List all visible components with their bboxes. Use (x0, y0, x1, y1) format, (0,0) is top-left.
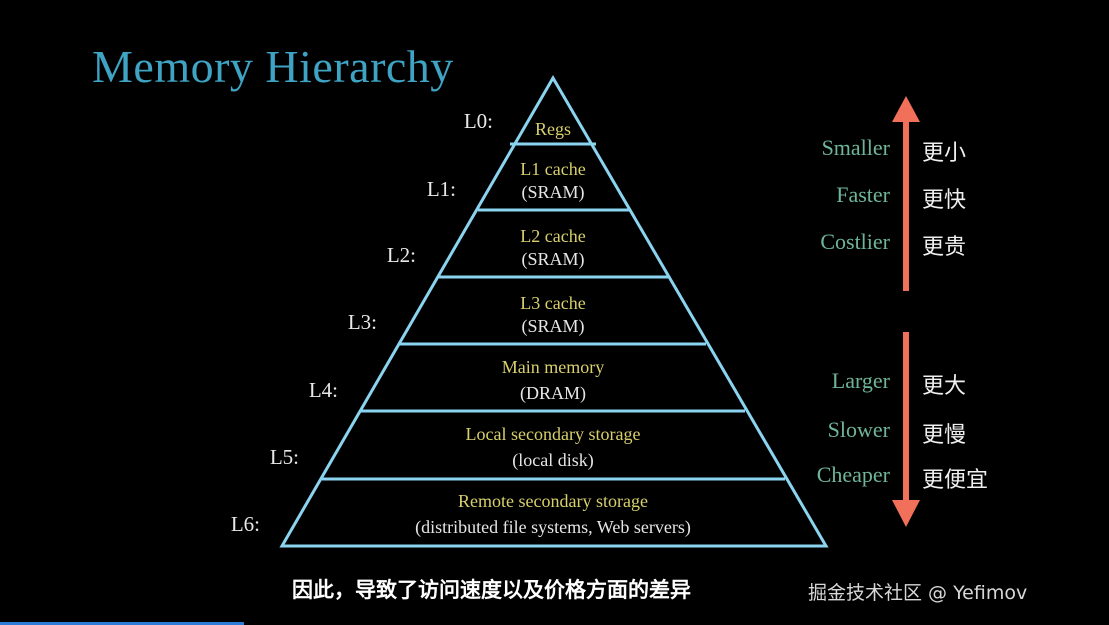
video-progress-bar[interactable] (0, 622, 244, 625)
pyramid-outline (279, 75, 829, 548)
tier-l0: Regs (453, 118, 653, 141)
label-faster-zh: 更快 (922, 188, 967, 213)
tier-l6: Remote secondary storage (distributed fi… (303, 490, 803, 539)
tier-l1: L1 cache (SRAM) (403, 158, 703, 204)
tier-subtext: (DRAM) (520, 383, 586, 403)
label-smaller-zh: 更小 (922, 141, 967, 166)
tier-l2: L2 cache (SRAM) (403, 225, 703, 271)
tier-subtext: (distributed file systems, Web servers) (415, 517, 691, 537)
down-arrow-icon (892, 332, 920, 527)
tier-name: L2 cache (520, 226, 586, 246)
tier-name: L3 cache (520, 293, 586, 313)
tier-l3: L3 cache (SRAM) (403, 292, 703, 338)
label-smaller: Smaller (821, 135, 890, 160)
label-cheaper: Cheaper (816, 462, 890, 487)
watermark: 掘金技术社区 @ Yefimov (808, 582, 1028, 604)
tier-name: Local secondary storage (465, 424, 641, 444)
video-subtitle: 因此，导致了访问速度以及价格方面的差异 (292, 578, 691, 602)
label-slower-zh: 更慢 (922, 423, 967, 448)
tier-name: Main memory (501, 357, 605, 377)
level-label-l1: L1: (426, 177, 456, 201)
level-label-l6: L6: (230, 512, 260, 536)
tier-name: L1 cache (520, 159, 586, 179)
tier-subtext: (SRAM) (521, 182, 585, 202)
tier-name: Remote secondary storage (458, 491, 648, 511)
tier-l5: Local secondary storage (local disk) (353, 423, 753, 472)
level-label-l3: L3: (347, 310, 377, 334)
level-label-l5: L5: (269, 445, 299, 469)
label-faster: Faster (836, 182, 890, 207)
label-larger-zh: 更大 (922, 374, 967, 399)
slide-title: Memory Hierarchy (92, 41, 454, 92)
label-larger: Larger (831, 368, 890, 393)
level-label-l4: L4: (308, 378, 338, 402)
label-costlier-zh: 更贵 (922, 235, 967, 260)
label-cheaper-zh: 更便宜 (922, 468, 989, 493)
level-label-l0: L0: (463, 109, 493, 133)
label-slower: Slower (827, 417, 890, 442)
tier-subtext: (local disk) (512, 450, 594, 470)
label-costlier: Costlier (820, 229, 890, 254)
tier-subtext: (SRAM) (521, 249, 585, 269)
tier-subtext: (SRAM) (521, 316, 585, 336)
up-arrow-icon (892, 96, 920, 291)
level-label-l2: L2: (386, 243, 416, 267)
tier-name: Regs (535, 119, 571, 139)
tier-l4: Main memory (DRAM) (403, 356, 703, 405)
